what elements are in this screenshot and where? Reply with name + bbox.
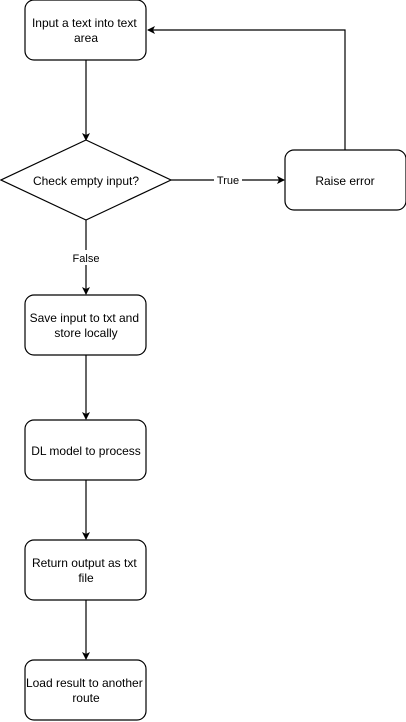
svg-text:Input a text into text a: Input a text into text area [32,16,140,45]
node-model: DL model to process [24,419,147,481]
node-output: Return output as txt file [24,539,147,601]
svg-text:Raise error: Raise error [315,174,374,188]
node-save-line-2: store locally [54,326,117,340]
edge-label-true: True [214,172,242,187]
svg-text:DL model to process: DL model to process [31,444,141,458]
svg-text:Save input to txt and st: Save input to txt and store locally [30,311,143,340]
edge-label-false: False [68,250,104,265]
svg-text:Load result to another r: Load result to another route [26,676,146,705]
svg-text:Check empty input?: Check empty input? [33,174,139,188]
edge-label-false-text: False [73,253,100,265]
node-raise-line-1: Raise error [315,174,374,188]
node-raise-error: Raise error [284,149,406,211]
edges [82,26,346,660]
edge-raise-to-input [147,26,346,150]
node-load-line-2: route [72,691,100,705]
svg-text:Return output as txt fil: Return output as txt file [32,556,140,585]
edge-label-true-text: True [217,175,239,187]
node-load: Load result to another route [24,659,147,721]
node-save: Save input to txt and store locally [24,294,147,356]
node-check-decision: Check empty input? [0,139,173,221]
node-output-line-1: Return output as txt [32,556,137,570]
node-output-line-2: file [78,571,94,585]
node-input: Input a text into text area [24,0,147,61]
node-input-line-2: area [74,31,98,45]
node-check-line-1: Check empty input? [33,174,139,188]
node-save-line-1: Save input to txt and [30,311,139,325]
node-load-line-1: Load result to another [26,676,143,690]
node-model-line-1: DL model to process [31,444,141,458]
node-input-line-1: Input a text into text [32,16,137,30]
